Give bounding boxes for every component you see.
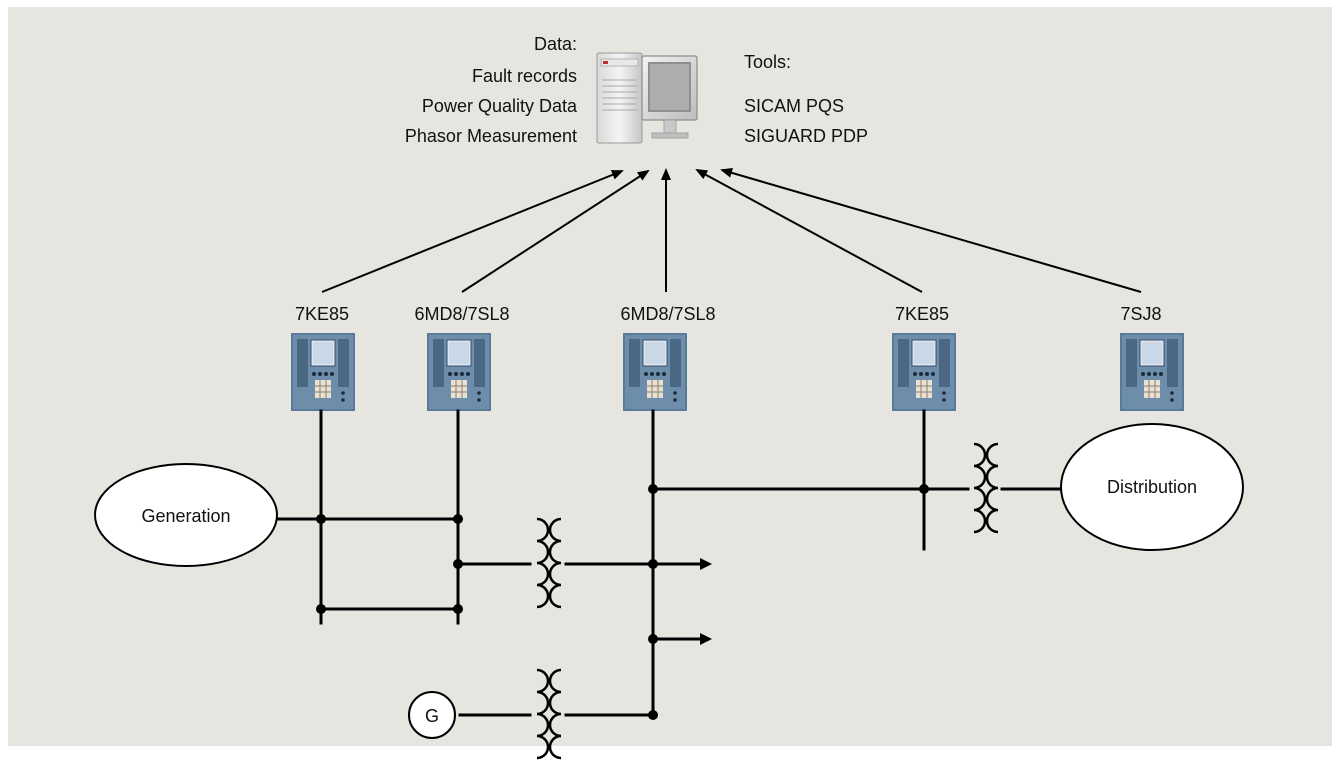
network-wiring	[274, 409, 1062, 717]
tool-sicam-pqs: SICAM PQS	[744, 96, 844, 116]
device-label-6md8-left: 6MD8/7SL8	[414, 304, 509, 324]
data-item-fault-records: Fault records	[472, 66, 577, 86]
device-label-7ke85-left: 7KE85	[295, 304, 349, 324]
workstation-icon	[596, 52, 698, 144]
relay-device-icon	[892, 333, 956, 411]
generation-node	[94, 463, 278, 567]
junction-nodes	[316, 484, 929, 720]
relay-device-icon	[291, 333, 355, 411]
distribution-label: Distribution	[1107, 477, 1197, 497]
relay-device-icon	[427, 333, 491, 411]
link-arrow-1	[321, 170, 624, 293]
relay-device-icon	[623, 333, 687, 411]
device-label-6md8-center: 6MD8/7SL8	[620, 304, 715, 324]
device-label-7ke85-right: 7KE85	[895, 304, 949, 324]
data-heading: Data:	[534, 34, 577, 54]
generation-label: Generation	[141, 506, 230, 526]
generator-icon	[408, 691, 456, 739]
link-arrow-4	[695, 169, 923, 293]
transformer-icon	[973, 442, 999, 534]
generator-label: G	[425, 706, 439, 726]
tools-heading: Tools:	[744, 52, 791, 72]
relay-device-icon	[1120, 333, 1184, 411]
data-item-phasor-measurement: Phasor Measurement	[405, 126, 577, 146]
data-links	[321, 167, 1142, 293]
link-arrow-5	[720, 167, 1142, 293]
data-item-power-quality: Power Quality Data	[422, 96, 578, 116]
transformer-icon	[536, 517, 562, 609]
distribution-node	[1060, 423, 1244, 551]
link-arrow-2	[461, 169, 650, 293]
tool-siguard-pdp: SIGUARD PDP	[744, 126, 868, 146]
transformer-icon	[536, 668, 562, 760]
device-label-7sj8: 7SJ8	[1120, 304, 1161, 324]
